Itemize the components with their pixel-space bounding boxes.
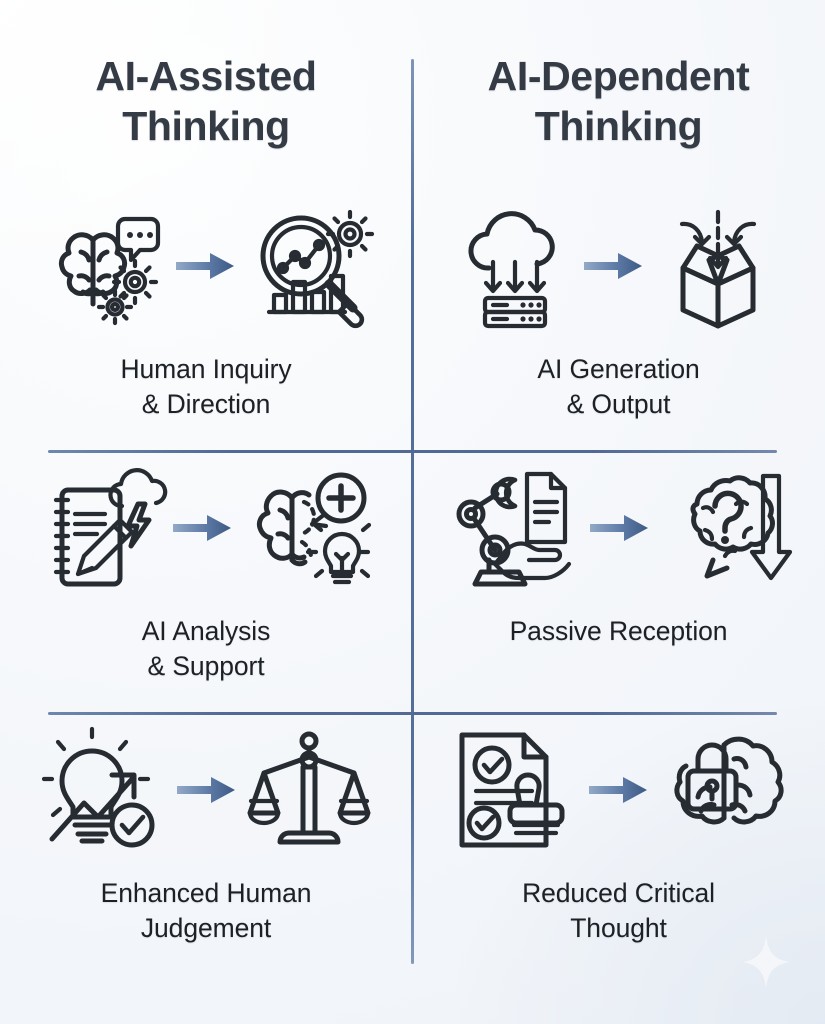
four-point-sparkle-watermark <box>743 936 789 988</box>
cell-enhanced-human-judgement: Enhanced Human Judgement <box>0 712 412 984</box>
notebook-pencil-storm-cloud-icon <box>42 468 168 588</box>
horizontal-divider-row1 <box>48 450 777 453</box>
cell-label: Enhanced Human Judgement <box>101 876 312 946</box>
cloud-download-server-icon <box>459 206 571 329</box>
column-title-ai-dependent: AI-Dependent Thinking <box>488 52 750 151</box>
arrow-right-icon <box>170 511 236 545</box>
lightbulb-growth-arrow-check-icon <box>41 726 164 851</box>
cell-ai-generation-output: AI Generation & Output <box>412 188 825 450</box>
column-title-ai-assisted: AI-Assisted Thinking <box>95 52 317 151</box>
cell-passive-reception: Passive Reception <box>412 450 825 712</box>
arrow-right-icon <box>174 773 240 807</box>
horizontal-divider-row2 <box>48 712 777 715</box>
brain-question-mark-down-arrow-icon <box>663 468 792 588</box>
magnifier-analytics-chart-gear-icon <box>249 206 375 329</box>
arrow-right-icon <box>173 249 239 283</box>
cell-label-line1: AI Generation <box>537 354 700 384</box>
cell-label-line1: Passive Reception <box>509 616 728 646</box>
cell-ai-analysis-support: AI Analysis & Support <box>0 450 412 712</box>
cell-label-line2: Judgement <box>140 913 272 944</box>
cell-label: AI Analysis & Support <box>142 614 271 684</box>
icon-row <box>459 202 779 330</box>
arrow-right-icon <box>587 511 653 545</box>
cell-label: Human Inquiry & Direction <box>120 352 291 422</box>
cell-label: AI Generation & Output <box>537 352 699 422</box>
cell-label-line1: Enhanced Human <box>100 878 312 908</box>
cell-label: Reduced Critical Thought <box>522 876 715 946</box>
brain-speech-bubble-gears-icon <box>41 206 163 326</box>
comparison-grid: Human Inquiry & Direction <box>0 188 825 984</box>
cell-label-line2: Thought <box>570 913 667 944</box>
cell-label-line1: Human Inquiry <box>120 354 292 384</box>
column-title-line2: Thinking <box>122 102 290 149</box>
icon-row <box>453 464 792 592</box>
cell-human-inquiry-direction: Human Inquiry & Direction <box>0 188 412 450</box>
brain-plus-badge-lightbulb-icon <box>246 468 372 588</box>
cell-label-line1: Reduced Critical <box>522 878 715 908</box>
robot-arm-document-hand-icon <box>453 468 577 588</box>
open-box-incoming-arrows-icon <box>657 206 779 329</box>
icon-row <box>41 202 375 330</box>
icon-row <box>41 726 371 854</box>
cell-label-line2: & Direction <box>141 389 271 420</box>
icon-row <box>42 464 372 592</box>
checklist-document-stamp-icon <box>454 729 576 851</box>
cell-label-line2: & Output <box>566 389 671 420</box>
cell-label-line1: AI Analysis <box>141 616 271 646</box>
icon-row <box>454 726 784 854</box>
column-title-line1: AI-Assisted <box>95 53 317 99</box>
column-headers: AI-Assisted Thinking AI-Dependent Thinki… <box>0 52 825 151</box>
column-title-line1: AI-Dependent <box>487 53 750 99</box>
cell-label: Passive Reception <box>510 614 728 649</box>
cell-label-line2: & Support <box>147 651 265 682</box>
brain-padlock-icon <box>662 729 784 851</box>
column-header-left: AI-Assisted Thinking <box>0 52 412 151</box>
column-title-line2: Thinking <box>534 102 703 149</box>
column-header-right: AI-Dependent Thinking <box>412 52 825 151</box>
vertical-divider <box>411 59 414 964</box>
arrow-right-icon <box>581 249 647 283</box>
balance-scales-icon <box>247 729 371 851</box>
arrow-right-icon <box>586 773 652 807</box>
cell-reduced-critical-thought: Reduced Critical Thought <box>412 712 825 984</box>
